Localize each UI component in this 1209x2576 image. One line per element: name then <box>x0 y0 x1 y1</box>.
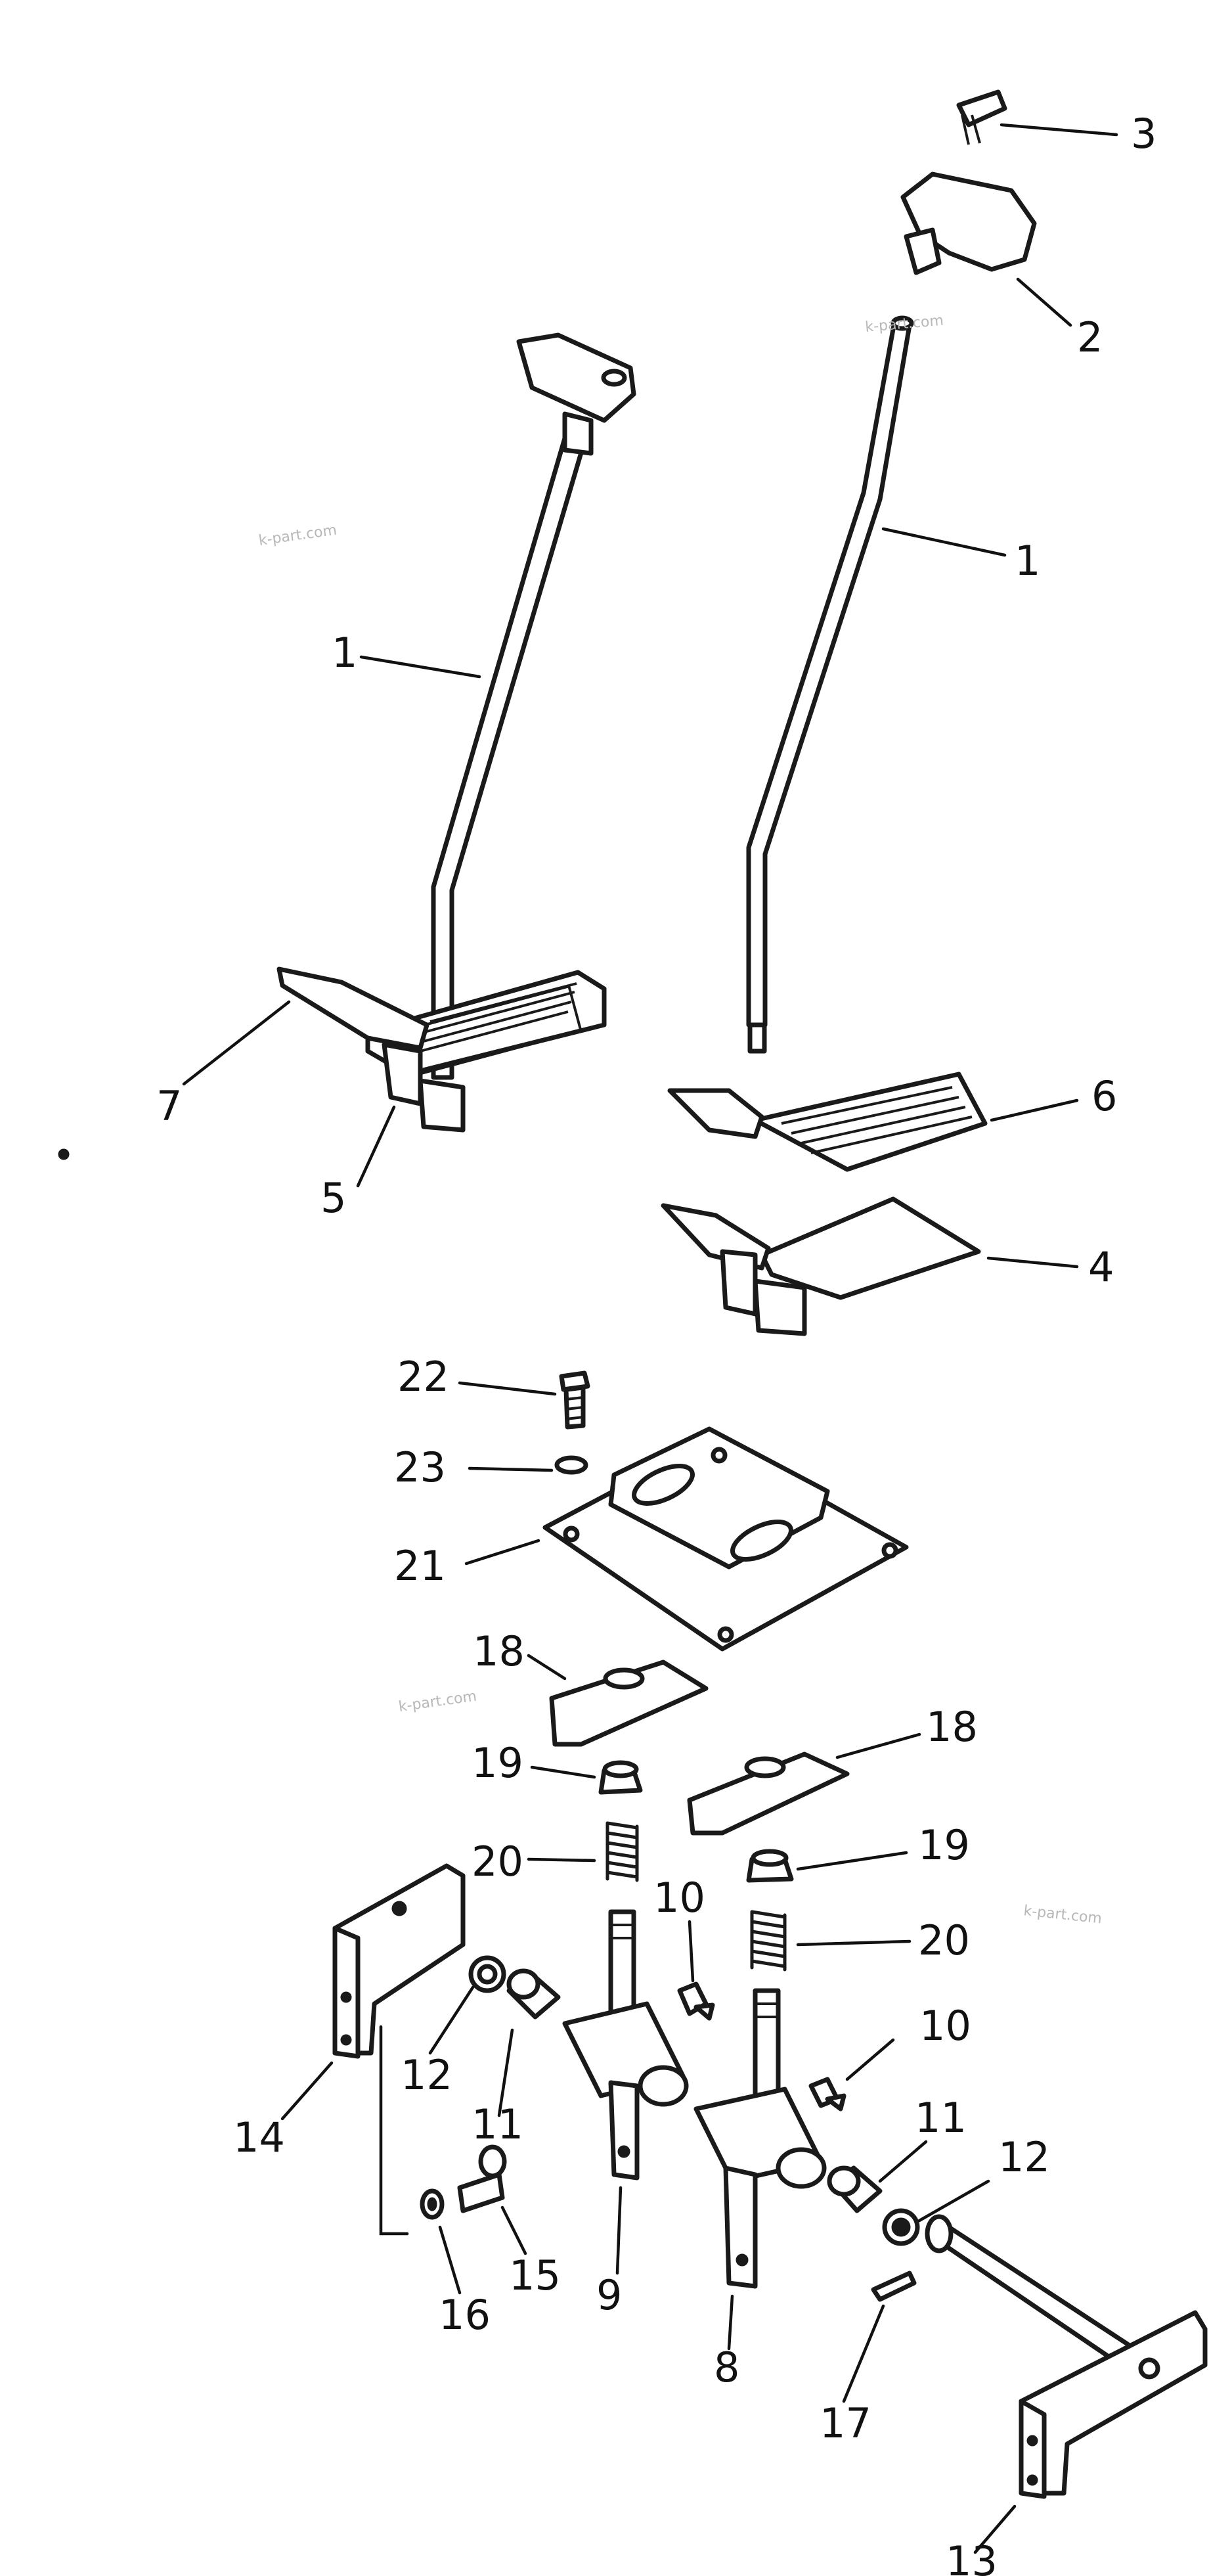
callout-17: 17 <box>820 2399 871 2447</box>
callout-7: 7 <box>156 1082 182 1130</box>
callout-12-right: 12 <box>998 2133 1050 2181</box>
bracket-14 <box>332 1863 466 2059</box>
shaft-9 <box>562 1909 689 2181</box>
callout-14: 14 <box>233 2113 285 2161</box>
cap-19-right <box>746 1849 794 1883</box>
assembly-bracket-line <box>379 2025 409 2236</box>
watermark: k-part.com <box>864 313 944 336</box>
callout-9: 9 <box>596 2271 622 2319</box>
callout-20-left: 20 <box>472 1838 523 1886</box>
bushing-12-right <box>882 2208 920 2246</box>
callout-18-right: 18 <box>926 1703 978 1751</box>
callout-2: 2 <box>1077 313 1103 361</box>
pedal-4 <box>661 1196 981 1336</box>
stray-mark <box>58 1148 70 1160</box>
bolt-15 <box>457 2144 507 2213</box>
callout-11-right: 11 <box>915 2094 967 2142</box>
watermark: k-part.com <box>397 1688 477 1715</box>
watermark: k-part.com <box>257 522 338 549</box>
right-lever-parts <box>746 89 1037 1054</box>
callout-23: 23 <box>394 1443 446 1491</box>
callout-4: 4 <box>1088 1243 1114 1291</box>
boot-18-right <box>687 1751 850 1836</box>
cover-hardware <box>554 1370 590 1475</box>
cover-21 <box>542 1426 909 1652</box>
callout-1-left: 1 <box>332 629 357 677</box>
watermark: k-part.com <box>1022 1903 1103 1927</box>
callout-8: 8 <box>714 2343 739 2391</box>
fitting-10-right <box>808 2077 846 2112</box>
callout-19-left: 19 <box>472 1739 523 1787</box>
fitting-10-left <box>677 1981 715 2021</box>
callout-12-left: 12 <box>401 2051 452 2099</box>
callout-1-right: 1 <box>1015 537 1040 585</box>
callout-16: 16 <box>439 2291 491 2339</box>
bushing-12-left <box>468 1955 506 1993</box>
bushing-11-left <box>506 1968 561 2020</box>
callout-20-right: 20 <box>918 1916 970 1964</box>
bracket-13 <box>925 2214 1208 2499</box>
callout-3: 3 <box>1131 110 1156 158</box>
washer-16 <box>420 2188 445 2220</box>
callout-18-left: 18 <box>473 1627 525 1675</box>
left-lever-assembly <box>276 332 636 1133</box>
callout-5: 5 <box>320 1174 346 1222</box>
pedal-6 <box>667 1072 988 1172</box>
callout-11-left: 11 <box>472 2100 523 2148</box>
spring-20-right <box>750 1910 787 1972</box>
callout-21: 21 <box>394 1542 446 1590</box>
callout-6: 6 <box>1091 1072 1117 1120</box>
callout-15: 15 <box>509 2251 561 2299</box>
spring-20-left <box>605 1821 639 1882</box>
cap-19-left <box>598 1760 643 1795</box>
callout-10-left: 10 <box>653 1874 705 1922</box>
pin-17 <box>871 2271 917 2302</box>
callout-13: 13 <box>946 2537 998 2576</box>
callout-19-right: 19 <box>918 1821 970 1869</box>
callout-22: 22 <box>397 1353 449 1401</box>
bushing-11-right <box>827 2165 883 2213</box>
shaft-8 <box>693 1988 827 2289</box>
leader-lines <box>182 123 1118 2554</box>
callout-10-right: 10 <box>919 2002 971 2050</box>
callouts: 3 2 1 1 7 5 6 4 22 23 21 18 18 19 20 19 … <box>156 110 1156 2576</box>
boot-18-left <box>549 1660 709 1747</box>
